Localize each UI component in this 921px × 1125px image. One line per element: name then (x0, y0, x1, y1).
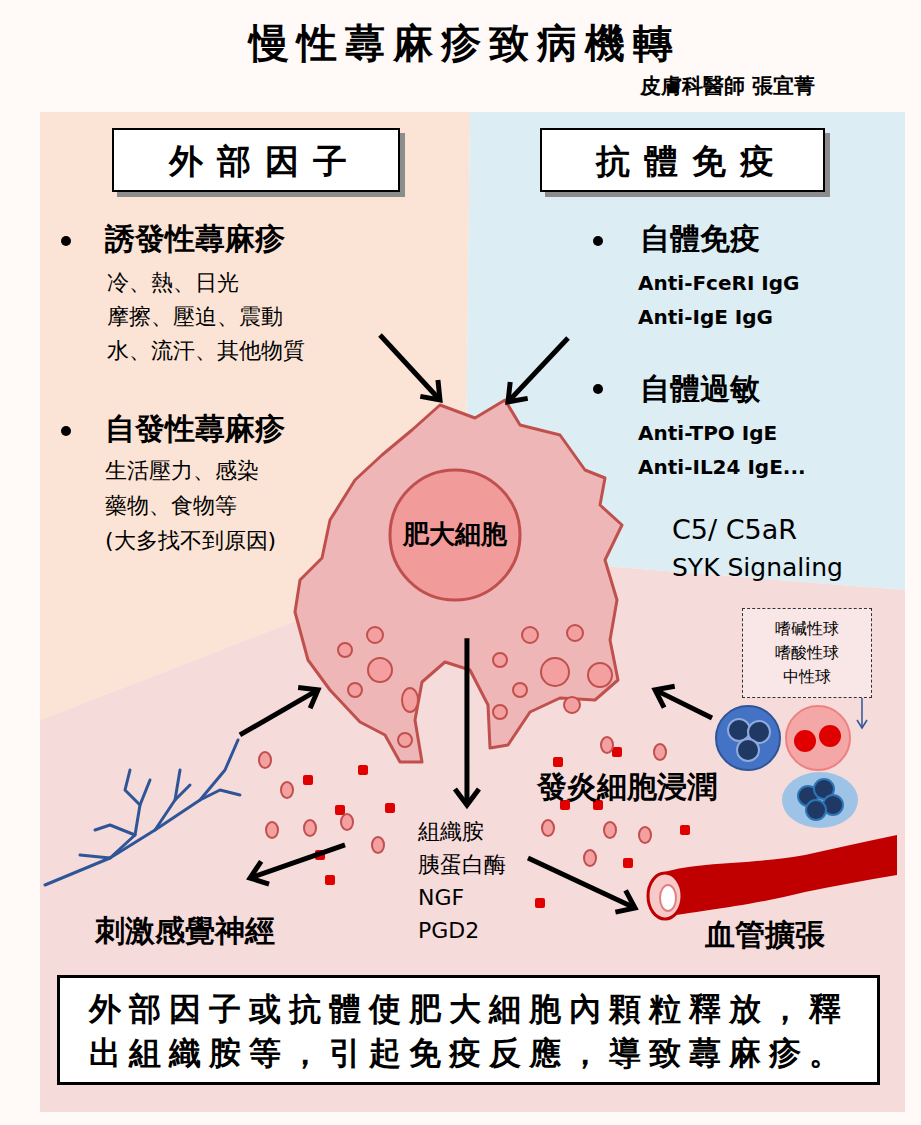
text-line: NGF (418, 881, 506, 914)
mast-cell: 肥大細胞 (280, 395, 660, 775)
text-line: PGD2 (418, 914, 506, 947)
author-credit: 皮膚科醫師 張宜菁 (640, 72, 815, 100)
text-line: 生活壓力、感染 (105, 453, 276, 488)
diagram-title: 慢性蕁麻疹致病機轉 (0, 16, 921, 70)
caption-box: 外部因子或抗體使肥大細胞內顆粒釋放，釋出組織胺等，引起免疫反應，導致蕁麻疹。 (57, 975, 880, 1085)
node-heading: 嗜碱性球 嗜酸性球 中性球 (743, 617, 870, 689)
node-heading: 血管擴張 (705, 916, 825, 954)
text-line: Anti-IgE IgG (638, 300, 800, 334)
bullet-dot (593, 236, 603, 246)
text-line: 嗜碱性球 (743, 617, 870, 641)
node-heading: 刺激感覺神經 (95, 912, 275, 950)
bullet-dot (593, 384, 603, 394)
pathway-label: C5/ C5aR (672, 512, 797, 548)
arrow-connector (528, 858, 635, 908)
node-heading: 抗體免疫 (542, 130, 827, 192)
text-line: 嗜酸性球 (743, 641, 870, 665)
node-body: Anti-TPO IgE Anti-IL24 IgE... (638, 416, 806, 484)
header-box: 外部因子 (112, 128, 400, 192)
autoimmune-group: 自體免疫 Anti-FceRI IgG Anti-IgE IgG (568, 218, 828, 338)
text-line: 摩擦、壓迫、震動 (107, 300, 305, 334)
text-line: 中性球 (743, 665, 870, 689)
bullet-dot (61, 236, 71, 246)
mast-cell-shape (280, 395, 660, 775)
bullet-dot (61, 426, 71, 436)
node-heading: 發炎細胞浸潤 (537, 768, 717, 806)
nerve-drawing (40, 730, 250, 895)
node-heading: 肥大細胞 (380, 516, 530, 552)
arrow-connector (240, 690, 318, 735)
text-line: (大多找不到原因) (105, 523, 276, 558)
node-body: 生活壓力、感染 藥物、食物等 (大多找不到原因) (105, 453, 276, 558)
caption-text: 外部因子或抗體使肥大細胞內顆粒釋放，釋出組織胺等，引起免疫反應，導致蕁麻疹。 (74, 987, 863, 1075)
text-line: 藥物、食物等 (105, 488, 276, 523)
text-line: 冷、熱、日光 (107, 266, 305, 300)
mediator-list: 組織胺 胰蛋白酶 NGF PGD2 (418, 805, 528, 955)
cell-type-box: 嗜碱性球 嗜酸性球 中性球 (742, 608, 872, 698)
arrow-connector (861, 698, 863, 728)
text-line: 胰蛋白酶 (418, 848, 506, 881)
blood-vessel-drawing (635, 820, 900, 920)
arrow-connector (380, 335, 440, 400)
arrow-connector (655, 690, 712, 718)
trigger-group: 誘發性蕁麻疹冷、熱、日光 摩擦、壓迫、震動 水、流汗、其他物質 (55, 220, 380, 370)
header-box: 抗體免疫 (540, 128, 825, 192)
node-heading: 組織胺 胰蛋白酶 NGF PGD2 (418, 815, 506, 947)
text-line: Anti-FceRI IgG (638, 266, 800, 300)
text-line: Anti-IL24 IgE... (638, 450, 806, 484)
pathway-label: SYK Signaling (672, 551, 843, 585)
arrow-connector (508, 338, 568, 402)
node-heading: 自體過敏 (640, 370, 760, 408)
node-heading: 誘發性蕁麻疹 (105, 220, 285, 258)
node-heading: 自體免疫 (640, 220, 760, 258)
blood-vessel: 血管擴張 (635, 820, 900, 920)
node-heading: 外部因子 (114, 130, 402, 192)
node-body: Anti-FceRI IgG Anti-IgE IgG (638, 266, 800, 334)
immune-cells-drawing (712, 700, 872, 860)
node-heading: 自發性蕁麻疹 (105, 410, 285, 448)
text-line: 組織胺 (418, 815, 506, 848)
text-line: 水、流汗、其他物質 (107, 334, 305, 368)
autoallergy-group: 自體過敏 Anti-TPO IgE Anti-IL24 IgE... (568, 368, 828, 488)
inflammatory-cells: 發炎細胞浸潤 (712, 700, 872, 860)
arrow-connector (250, 845, 345, 878)
text-line: Anti-TPO IgE (638, 416, 806, 450)
node-body: 冷、熱、日光 摩擦、壓迫、震動 水、流汗、其他物質 (107, 266, 305, 368)
sensory-nerve: 刺激感覺神經 (40, 730, 250, 895)
